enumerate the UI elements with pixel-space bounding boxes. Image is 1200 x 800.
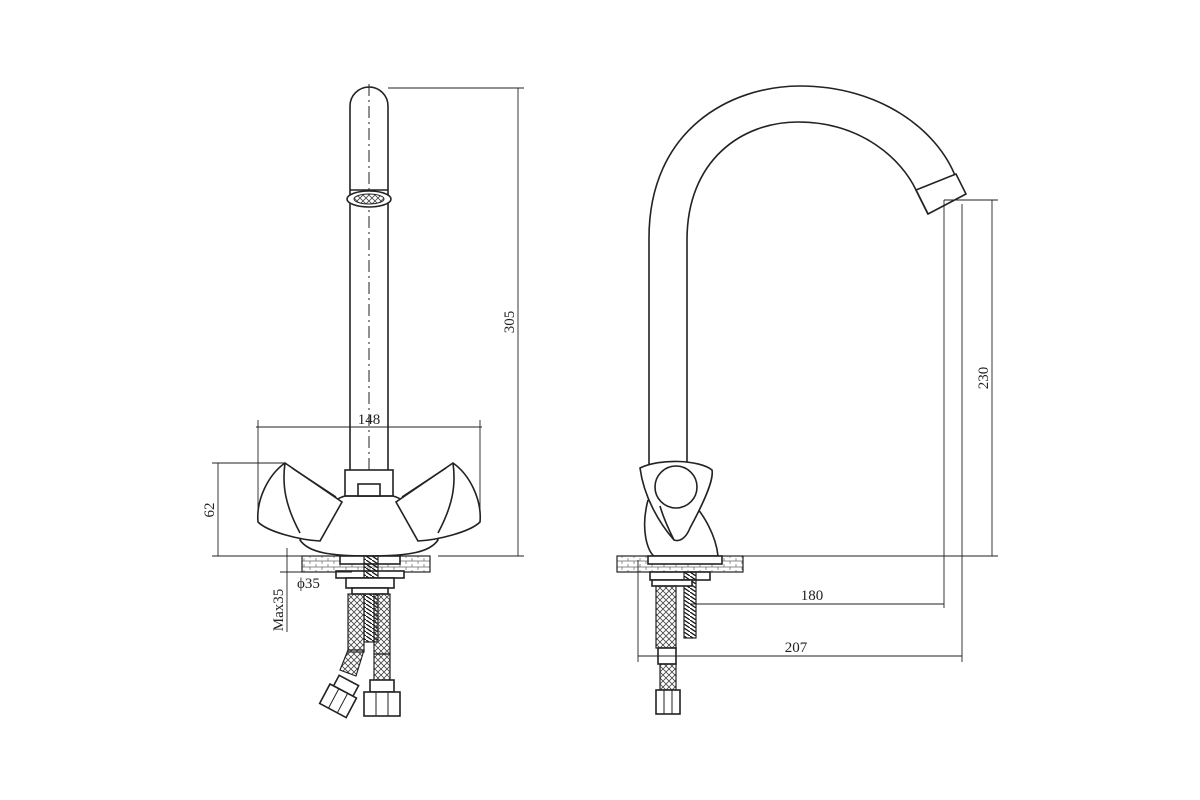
dim-label-max35: Max35 <box>271 589 287 632</box>
dim-handle-span: 148 <box>256 412 482 520</box>
left-handle <box>257 462 344 542</box>
side-spout-outer <box>648 85 957 468</box>
dim-spout-clearance: 230 <box>743 199 998 557</box>
side-hose <box>655 585 677 649</box>
side-spout-inner <box>686 121 917 472</box>
side-threaded-stud <box>683 571 697 639</box>
dim-base-diameter: ϕ35 <box>292 571 352 592</box>
front-view: 305 148 62 Max35 ϕ35 <box>202 84 524 719</box>
dim-label-62: 62 <box>202 503 218 518</box>
side-handle-cap <box>654 465 698 509</box>
right-handle <box>394 462 481 542</box>
dim-total-height: 305 <box>388 87 524 557</box>
side-spout-tip <box>914 172 968 216</box>
dim-spout-reach-mount: 180 <box>690 200 945 608</box>
dim-label-148: 148 <box>358 412 381 428</box>
front-hose-fitting <box>369 679 395 693</box>
dim-label-230: 230 <box>976 367 992 390</box>
side-hose-fitting <box>655 689 681 715</box>
dim-label-305: 305 <box>502 311 518 334</box>
side-view: 230 180 207 <box>616 85 998 715</box>
dim-max-thickness: Max35 <box>271 548 300 632</box>
front-hose-fitting-bent <box>318 674 360 719</box>
front-hose-right <box>373 593 391 655</box>
front-washer <box>345 577 395 589</box>
dim-label-180: 180 <box>801 588 824 604</box>
dim-spout-reach-total: 207 <box>637 204 963 662</box>
dim-label-207: 207 <box>785 640 808 656</box>
front-hose-left <box>347 593 365 653</box>
dim-label-phi35: ϕ35 <box>297 576 320 592</box>
